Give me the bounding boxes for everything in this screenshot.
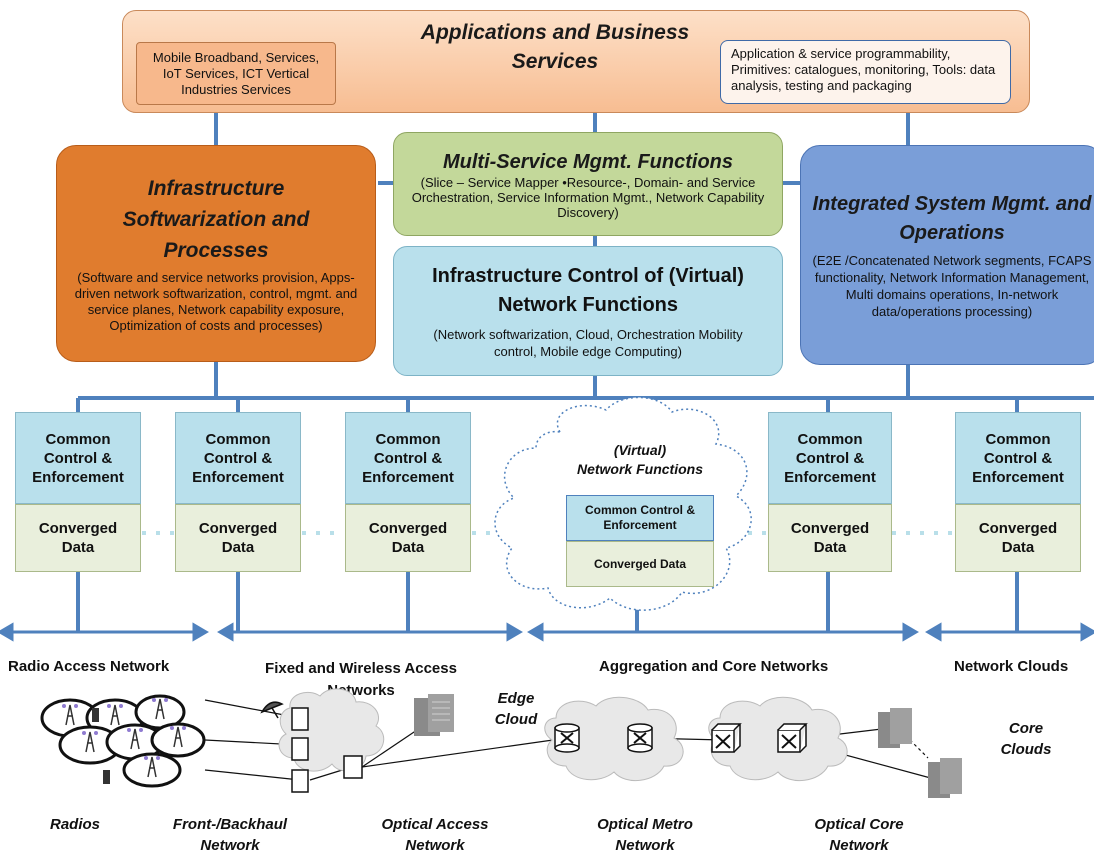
cloud-common-control-box: Common Control & Enforcement xyxy=(566,495,714,541)
common-control-box-4: Common Control & Enforcement xyxy=(768,412,892,504)
core-clouds-label: Core Clouds xyxy=(1000,720,1052,758)
infrastructure-control-box: Infrastructure Control of (Virtual) Netw… xyxy=(393,246,783,376)
applications-title-line1: Applications and Business xyxy=(420,21,690,44)
common-control-label-2: Common Control & Enforcement xyxy=(192,430,284,486)
converged-data-box-4: Converged Data xyxy=(768,504,892,572)
edge-cloud-server-icon xyxy=(414,694,454,736)
converged-data-box-5: Converged Data xyxy=(955,504,1081,572)
infrastructure-softwarization-box: Infrastructure Softwarization and Proces… xyxy=(56,145,376,362)
common-control-label-5: Common Control & Enforcement xyxy=(972,430,1064,486)
radios-label: Radios xyxy=(49,816,100,833)
infrastructure-control-title-line2: Network Functions xyxy=(497,294,678,316)
multi-service-mgmt-desc: (Slice – Service Mapper •Resource-, Doma… xyxy=(411,174,765,220)
edge-cloud-label: Edge Cloud xyxy=(494,690,538,728)
integrated-system-mgmt-desc: (E2E /Concatenated Network segments, FCA… xyxy=(812,253,1092,319)
network-clouds-label: Network Clouds xyxy=(954,658,1069,675)
services-left-text: Mobile Broadband, Services, IoT Services… xyxy=(152,49,320,97)
common-control-label-3: Common Control & Enforcement xyxy=(362,430,454,486)
fronthaul-network-label: Front-/Backhaul Network xyxy=(172,816,288,854)
virtual-network-functions-line2: Network Functions xyxy=(576,461,703,477)
infrastructure-softwarization-desc: (Software and service networks provision… xyxy=(74,270,358,333)
optical-metro-network-label: Optical Metro Network xyxy=(597,816,693,854)
converged-data-label-5: Converged Data xyxy=(978,520,1058,556)
radio-access-network-label: Radio Access Network xyxy=(8,658,170,675)
cloud-converged-data-box: Converged Data xyxy=(566,541,714,587)
converged-data-label-2: Converged Data xyxy=(198,520,278,556)
aggregation-core-networks-label: Aggregation and Core Networks xyxy=(599,658,829,675)
infrastructure-softwarization-title: Infrastructure Softwarization and Proces… xyxy=(122,177,310,262)
cloud-common-control-label: Common Control & Enforcement xyxy=(585,503,695,532)
multi-service-mgmt-title: Multi-Service Mgmt. Functions xyxy=(442,150,734,173)
applications-title: Applications and Business Services xyxy=(380,16,730,78)
applications-title-line2: Services xyxy=(511,50,599,73)
optical-access-network-label: Optical Access Network xyxy=(381,816,489,854)
common-control-label-4: Common Control & Enforcement xyxy=(784,430,876,486)
converged-data-label-1: Converged Data xyxy=(38,520,118,556)
services-left-box: Mobile Broadband, Services, IoT Services… xyxy=(136,42,336,105)
infrastructure-control-desc: (Network softwarization, Cloud, Orchestr… xyxy=(433,327,743,359)
services-right-text: Application & service programmability, P… xyxy=(731,46,996,93)
converged-data-label-4: Converged Data xyxy=(790,520,870,556)
radio-antennas xyxy=(65,698,183,778)
converged-data-box-3: Converged Data xyxy=(345,504,471,572)
infrastructure-control-title: Infrastructure Control of (Virtual) Netw… xyxy=(432,262,744,320)
converged-data-box-2: Converged Data xyxy=(175,504,301,572)
common-control-box-1: Common Control & Enforcement xyxy=(15,412,141,504)
multi-service-mgmt-box: Multi-Service Mgmt. Functions (Slice – S… xyxy=(393,132,783,236)
metro-router-icons xyxy=(554,723,653,753)
core-cloud-server-icons xyxy=(878,708,962,798)
services-right-box: Application & service programmability, P… xyxy=(720,40,1011,104)
common-control-label-1: Common Control & Enforcement xyxy=(32,430,124,486)
common-control-box-2: Common Control & Enforcement xyxy=(175,412,301,504)
optical-core-network-label: Optical Core Network xyxy=(814,816,904,854)
converged-data-label-3: Converged Data xyxy=(368,520,448,556)
cloud-converged-data-label: Converged Data xyxy=(593,556,687,571)
common-control-box-3: Common Control & Enforcement xyxy=(345,412,471,504)
infrastructure-control-title-line1: Infrastructure Control of (Virtual) xyxy=(432,265,744,287)
integrated-system-mgmt-title: Integrated System Mgmt. and Operations xyxy=(812,193,1092,244)
virtual-network-functions-line1: (Virtual) xyxy=(613,442,667,458)
integrated-system-mgmt-box: Integrated System Mgmt. and Operations (… xyxy=(800,145,1094,365)
satellite-dish-icon xyxy=(260,701,284,719)
converged-data-box-1: Converged Data xyxy=(15,504,141,572)
radio-cells xyxy=(40,694,206,788)
core-switch-icons xyxy=(711,723,808,753)
virtual-network-functions-title: (Virtual) Network Functions xyxy=(555,441,725,479)
common-control-box-5: Common Control & Enforcement xyxy=(955,412,1081,504)
